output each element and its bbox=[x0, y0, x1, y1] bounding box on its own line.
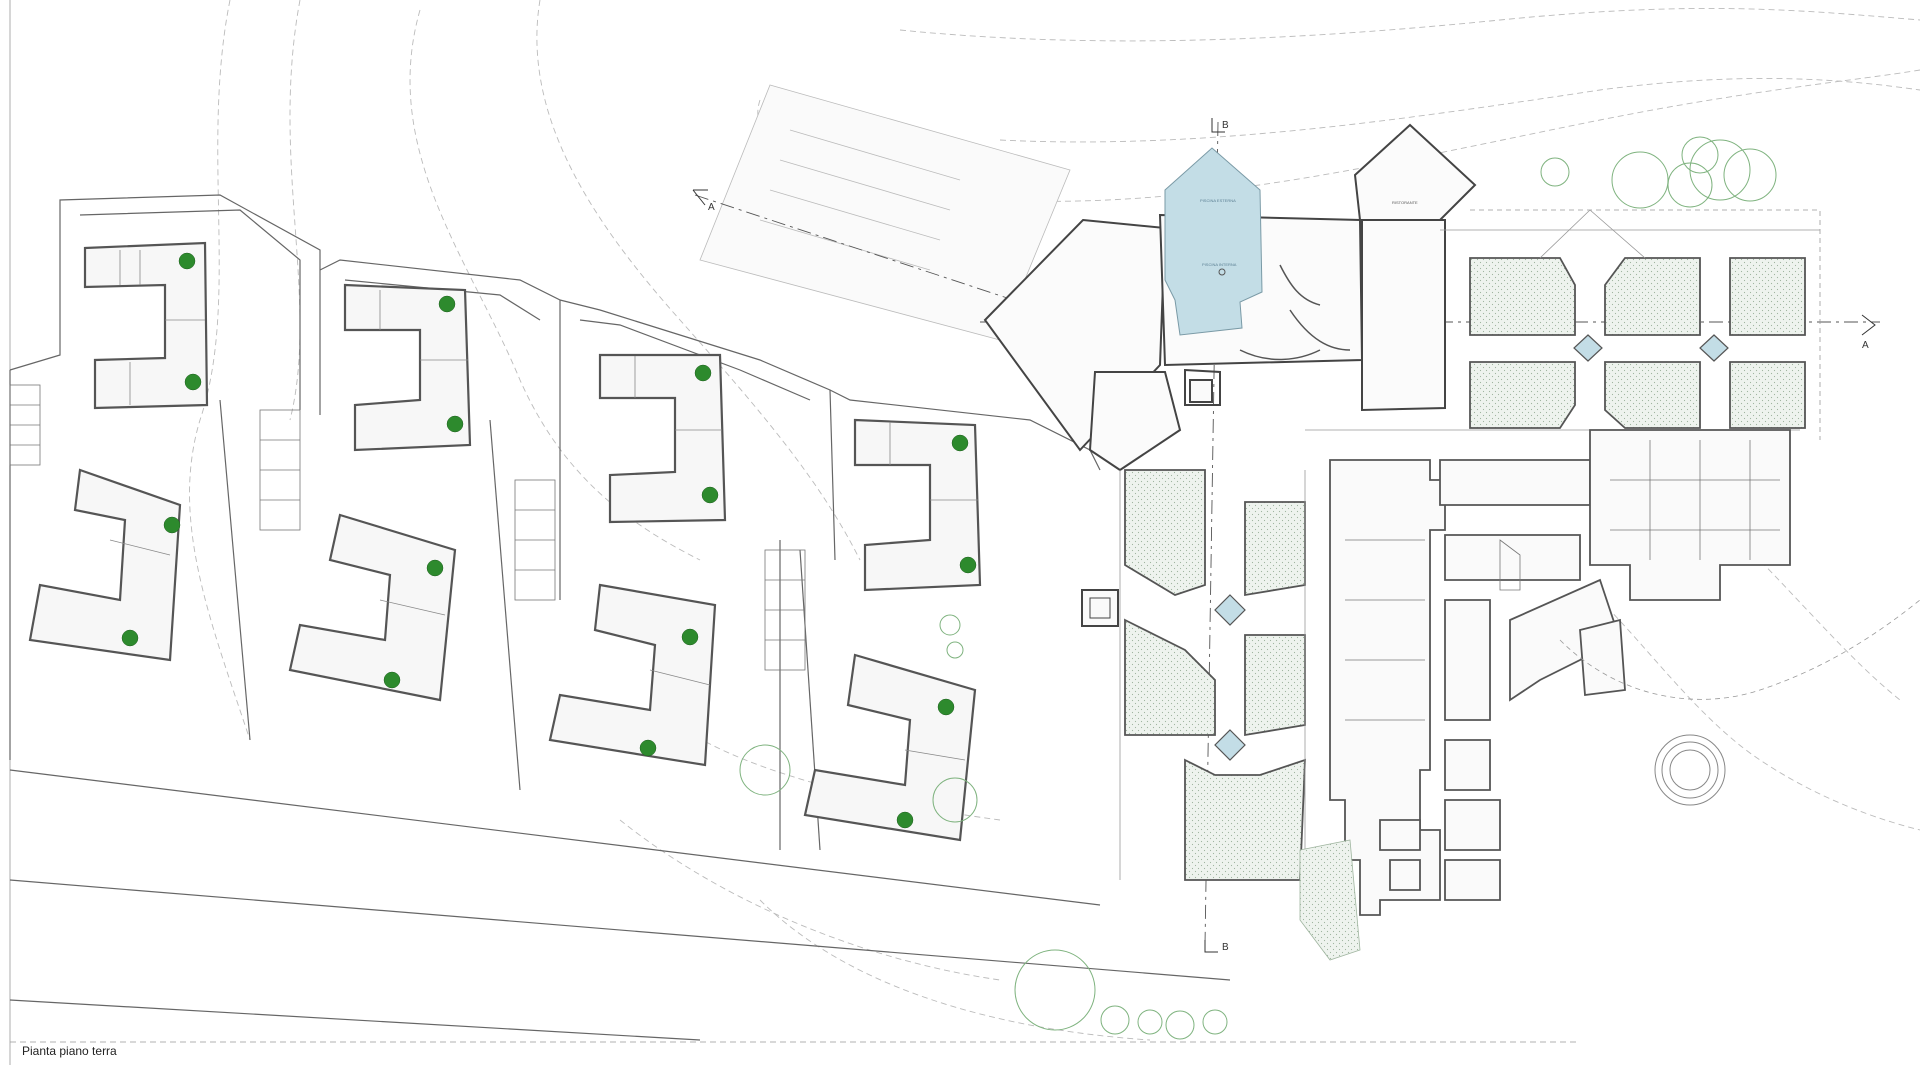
interior-curves bbox=[1239, 264, 1351, 361]
vegetation-area bbox=[1299, 839, 1361, 961]
section-mark-b-top: B bbox=[1222, 120, 1229, 131]
label-restaurant: RISTORANTE bbox=[1392, 200, 1418, 205]
property-boundary bbox=[1470, 209, 1920, 700]
garden-plots bbox=[1124, 257, 1806, 881]
trees bbox=[739, 136, 1777, 1040]
road-network bbox=[9, 194, 1231, 1041]
courtyard-trees bbox=[121, 252, 1147, 829]
amphitheatre bbox=[1654, 734, 1726, 806]
swimming-pool bbox=[1164, 147, 1263, 336]
garden-diamonds bbox=[1214, 334, 1729, 761]
section-arrows bbox=[692, 118, 1876, 953]
section-mark-a-right: A bbox=[1862, 340, 1869, 351]
label-pool-outdoor: PISCINA ESTERNA bbox=[1200, 198, 1236, 203]
housing-partitions bbox=[109, 250, 978, 761]
housing-units bbox=[28, 241, 982, 842]
historic-partitions bbox=[1345, 440, 1780, 721]
section-mark-a-left: A bbox=[708, 202, 715, 213]
pool-marker bbox=[1218, 268, 1226, 276]
parking-stalls bbox=[9, 384, 806, 671]
label-pool-indoor: PISCINA INTERNA bbox=[1202, 262, 1237, 267]
drawing-title: Pianta piano terra bbox=[22, 1044, 117, 1058]
historic-building bbox=[1329, 429, 1791, 916]
section-mark-b-bottom: B bbox=[1222, 942, 1229, 953]
pavilions bbox=[1081, 379, 1213, 627]
